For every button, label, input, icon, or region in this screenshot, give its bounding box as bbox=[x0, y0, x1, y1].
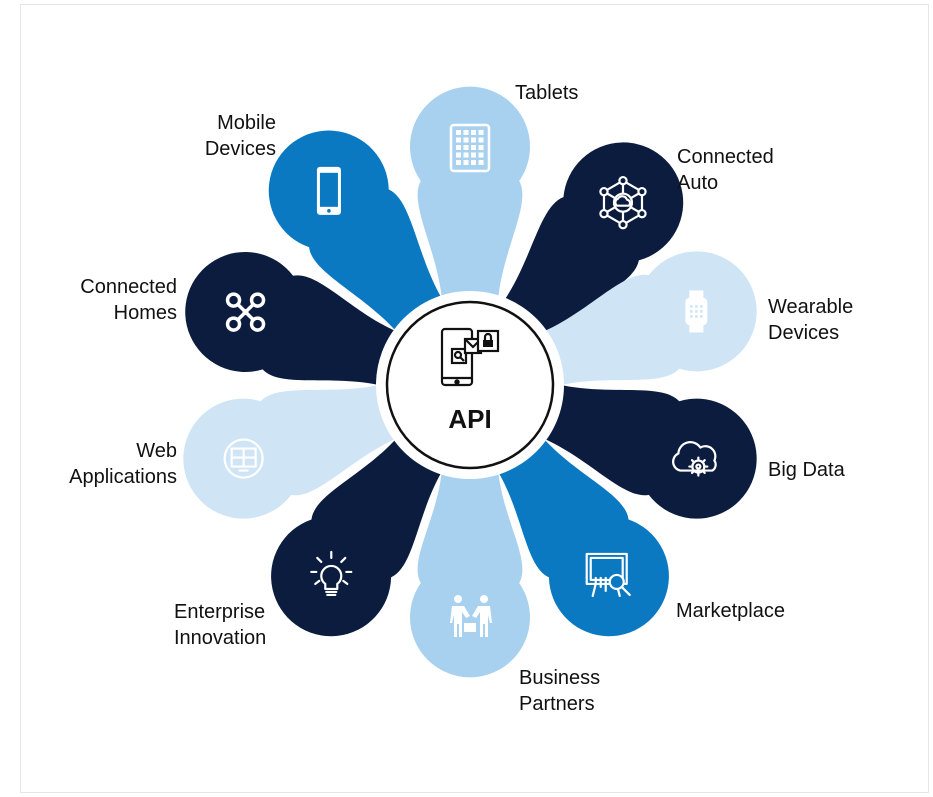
api-device-icon bbox=[440, 327, 500, 387]
label-wearable-devices: Wearable Devices bbox=[768, 296, 854, 344]
drone-network-icon bbox=[225, 292, 266, 332]
label-business-partners: Business Partners bbox=[519, 667, 601, 715]
label-connected-homes: Connected Homes bbox=[80, 276, 177, 324]
petal-shape bbox=[410, 86, 530, 325]
label-web-applications: Web Applications bbox=[69, 440, 177, 488]
connected-network-icon bbox=[599, 175, 647, 230]
petal-big-data bbox=[518, 376, 757, 519]
label-enterprise-innovation: Enterprise Innovation bbox=[174, 601, 267, 649]
petal-connected-homes bbox=[185, 252, 422, 394]
petal-wearable-devices bbox=[518, 251, 757, 394]
presentation-magnifier-icon bbox=[585, 552, 631, 598]
petal-shape bbox=[268, 130, 458, 353]
tablet-icon bbox=[449, 123, 491, 173]
petal-shape bbox=[518, 376, 757, 519]
petal-shape bbox=[183, 376, 422, 519]
smartwatch-icon bbox=[685, 290, 708, 333]
petal-business-partners bbox=[410, 445, 530, 678]
petal-web-applications bbox=[183, 376, 422, 519]
petal-tablets bbox=[410, 86, 530, 325]
hub-label: API bbox=[448, 404, 491, 434]
web-app-icon bbox=[223, 438, 264, 479]
lightbulb-icon bbox=[310, 550, 353, 597]
label-mobile-devices: Mobile Devices bbox=[204, 112, 276, 160]
label-connected-auto: Connected Auto bbox=[677, 146, 774, 194]
petal-mobile-devices bbox=[268, 130, 458, 353]
label-big-data: Big Data bbox=[768, 459, 845, 481]
label-tablets: Tablets bbox=[515, 82, 579, 104]
label-marketplace: Marketplace bbox=[676, 600, 785, 622]
cloud-gear-icon bbox=[672, 441, 717, 477]
smartphone-icon bbox=[316, 166, 341, 215]
petal-shape bbox=[185, 252, 422, 394]
petal-shape bbox=[518, 251, 757, 394]
petal-shape bbox=[410, 445, 530, 678]
handshake-people-icon bbox=[450, 595, 492, 637]
